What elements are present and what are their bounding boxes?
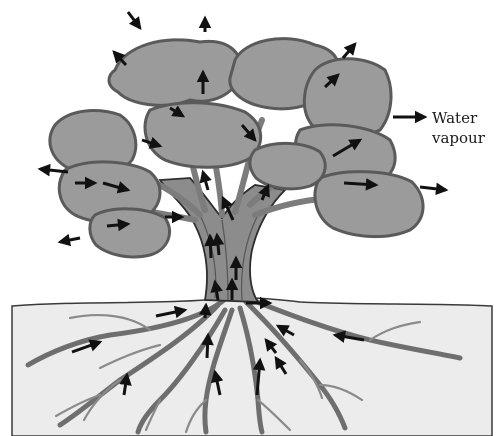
leaf-cluster-center bbox=[145, 103, 261, 168]
arrow bbox=[210, 236, 211, 258]
arrow bbox=[107, 224, 128, 226]
leaf-cluster-right-lower bbox=[315, 172, 423, 237]
leaf-cluster-lower-left bbox=[90, 209, 170, 257]
arrow bbox=[205, 305, 206, 318]
arrow bbox=[128, 12, 140, 28]
arrow bbox=[343, 44, 355, 58]
arrow bbox=[60, 238, 80, 242]
arrow bbox=[203, 172, 208, 190]
arrow bbox=[344, 183, 376, 185]
water-vapour-label-line1: Water bbox=[432, 109, 478, 127]
water-vapour-label-line2: vapour bbox=[431, 129, 486, 147]
arrow bbox=[217, 235, 219, 255]
leaf-cluster-top-left bbox=[109, 40, 241, 105]
arrow bbox=[207, 335, 208, 358]
arrow bbox=[420, 187, 446, 190]
leaf-cluster-mid-right bbox=[250, 143, 325, 188]
